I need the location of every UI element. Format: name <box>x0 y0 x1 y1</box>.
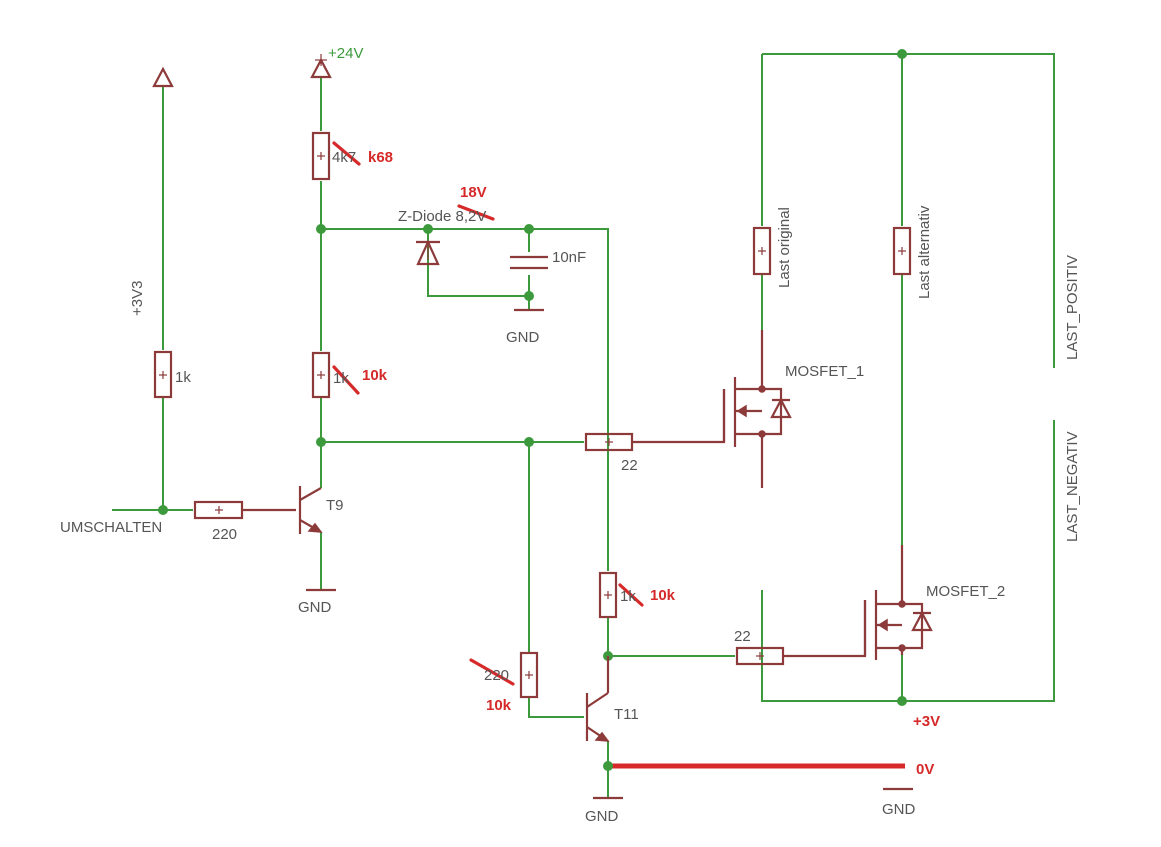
gnd-label-t9: GND <box>298 599 332 616</box>
net-last-positiv-label: LAST_POSITIV <box>1064 255 1081 360</box>
resistor-22-gate2 <box>735 600 867 666</box>
load-original <box>752 226 772 276</box>
resistor-1k-right <box>598 571 618 619</box>
annotation-k68: k68 <box>368 149 393 166</box>
ground-symbols <box>306 308 913 800</box>
wires <box>112 53 1055 798</box>
annotation-18v: 18V <box>460 184 487 201</box>
net-last-negativ-label: LAST_NEGATIV <box>1064 431 1081 542</box>
zener-diode <box>416 239 440 266</box>
transistor-t11 <box>585 656 610 742</box>
supply-24v-symbol <box>310 54 332 79</box>
umschalten-label: UMSCHALTEN <box>60 519 162 536</box>
zener-label: Z-Diode 8,2V <box>398 208 486 225</box>
annotation-10k-t11: 10k <box>486 697 512 714</box>
mosfet-2-label: MOSFET_2 <box>926 583 1005 600</box>
resistor-220-t11-label: 220 <box>484 667 509 684</box>
load-alternativ-label: Last alternativ <box>916 205 933 299</box>
resistor-22-gate2-label: 22 <box>734 628 751 645</box>
annotation-strikes <box>332 141 644 686</box>
resistor-22-gate1-label: 22 <box>621 457 638 474</box>
resistor-4k7-label: 4k7 <box>332 149 356 166</box>
mosfet-1-label: MOSFET_1 <box>785 363 864 380</box>
resistor-1k-mid <box>311 351 331 399</box>
annotation-10k-right: 10k <box>650 587 676 604</box>
resistor-220-t9-label: 220 <box>212 526 237 543</box>
annotation-3v: +3V <box>913 713 940 730</box>
supply-3v3-symbol <box>152 66 174 88</box>
supply-3v3-label: +3V3 <box>129 281 146 316</box>
resistor-1k-3v3 <box>153 350 173 399</box>
resistor-220-t9-base <box>193 500 296 520</box>
resistor-right-label: 1k <box>620 588 636 605</box>
gnd-label-t11: GND <box>585 808 619 825</box>
t11-label: T11 <box>614 706 639 723</box>
supply-24v-label: +24V <box>328 45 363 62</box>
gnd-label-right: GND <box>882 801 916 818</box>
mosfet-2 <box>863 545 933 660</box>
resistor-3v3-label: 1k <box>175 369 191 386</box>
resistor-22-gate1 <box>584 389 726 452</box>
junctions <box>158 49 907 771</box>
resistor-4k7 <box>311 131 331 181</box>
t9-label: T9 <box>326 497 344 514</box>
mosfet-1 <box>722 330 792 488</box>
annotation-10k-mid: 10k <box>362 367 388 384</box>
resistor-220-t11-base <box>519 651 539 699</box>
load-alternativ <box>892 226 912 276</box>
capacitor <box>510 255 548 270</box>
capacitor-label: 10nF <box>552 249 586 266</box>
gnd-label-cap: GND <box>506 329 540 346</box>
annotation-0v: 0V <box>916 761 934 778</box>
transistor-t9 <box>298 486 323 534</box>
resistor-mid-label: 1k <box>333 370 349 387</box>
load-original-label: Last original <box>776 207 793 288</box>
